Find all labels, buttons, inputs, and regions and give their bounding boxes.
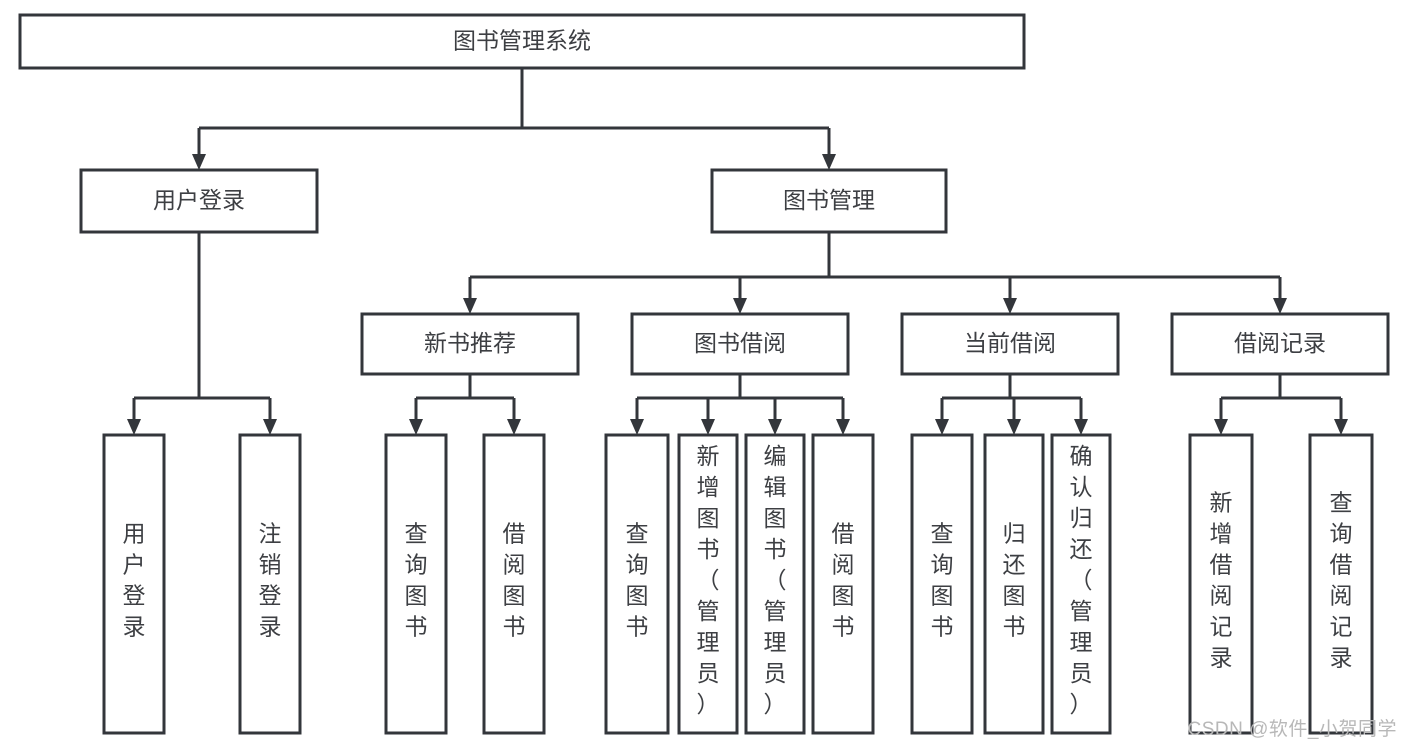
arrow-head-icon — [1007, 419, 1021, 435]
node-label: 借阅记录 — [1234, 330, 1326, 356]
arrow-head-icon — [935, 419, 949, 435]
node-label: 新书推荐 — [424, 330, 516, 356]
arrow-head-icon — [127, 419, 141, 435]
node-box — [910, 433, 974, 735]
node-label: 图书借阅 — [694, 330, 786, 356]
arrow-head-icon — [836, 419, 850, 435]
node-leaf-rcd-query[interactable]: 查询借阅记录 — [1308, 433, 1374, 735]
edge-group-root — [192, 68, 836, 170]
arrow-head-icon — [1273, 298, 1287, 314]
node-box — [18, 13, 1026, 70]
node-bookmgmt[interactable]: 图书管理 — [710, 168, 948, 234]
node-box — [102, 433, 166, 735]
arrow-head-icon — [630, 419, 644, 435]
node-leaf-bor-lend[interactable]: 借阅图书 — [811, 433, 875, 735]
node-label: 用户登录 — [153, 187, 245, 213]
node-current[interactable]: 当前借阅 — [900, 312, 1120, 376]
node-label: 当前借阅 — [964, 330, 1056, 356]
edge-group-newbook — [409, 374, 521, 435]
node-box — [677, 433, 739, 735]
node-box — [710, 168, 948, 234]
arrow-head-icon — [768, 419, 782, 435]
node-box — [238, 433, 302, 735]
node-label: 注销登录 — [259, 521, 282, 640]
arrow-head-icon — [192, 154, 206, 170]
node-label: 编辑图书（管理员） — [764, 443, 787, 717]
arrow-head-icon — [263, 419, 277, 435]
node-leaf-cur-return[interactable]: 归还图书 — [983, 433, 1045, 735]
node-label: 查询借阅记录 — [1330, 490, 1353, 671]
node-leaf-rec-borrow[interactable]: 借阅图书 — [482, 433, 546, 735]
node-box — [900, 312, 1120, 376]
node-leaf-user-login[interactable]: 用户登录 — [102, 433, 166, 735]
node-box — [1050, 433, 1112, 735]
node-layer: 图书管理系统用户登录图书管理新书推荐图书借阅当前借阅借阅记录用户登录注销登录查询… — [18, 13, 1390, 735]
arrow-head-icon — [463, 298, 477, 314]
arrow-head-icon — [733, 298, 747, 314]
edge-layer — [127, 68, 1348, 435]
arrow-head-icon — [701, 419, 715, 435]
node-box — [1308, 433, 1374, 735]
node-borrow[interactable]: 图书借阅 — [630, 312, 850, 376]
node-leaf-bor-add[interactable]: 新增图书（管理员） — [677, 433, 739, 735]
node-box — [79, 168, 319, 234]
edge-group-current — [935, 374, 1088, 435]
node-label: 查询图书 — [405, 521, 428, 640]
node-leaf-cur-query[interactable]: 查询图书 — [910, 433, 974, 735]
node-box — [360, 312, 580, 376]
node-leaf-bor-query[interactable]: 查询图书 — [604, 433, 670, 735]
node-box — [482, 433, 546, 735]
node-label: 归还图书 — [1003, 521, 1026, 640]
node-box — [630, 312, 850, 376]
edge-group-bookmgmt — [463, 232, 1287, 314]
arrow-head-icon — [822, 154, 836, 170]
node-label: 用户登录 — [123, 521, 146, 640]
node-login[interactable]: 用户登录 — [79, 168, 319, 234]
node-box — [384, 433, 448, 735]
node-leaf-cur-confirm[interactable]: 确认归还（管理员） — [1050, 433, 1112, 735]
node-newbook[interactable]: 新书推荐 — [360, 312, 580, 376]
node-label: 新增图书（管理员） — [697, 443, 720, 717]
node-label: 查询图书 — [626, 521, 649, 640]
arrow-head-icon — [409, 419, 423, 435]
node-label: 图书管理 — [783, 187, 875, 213]
node-box — [1188, 433, 1254, 735]
node-records[interactable]: 借阅记录 — [1170, 312, 1390, 376]
node-label: 查询图书 — [931, 521, 954, 640]
node-box — [1170, 312, 1390, 376]
node-label: 图书管理系统 — [453, 28, 591, 54]
node-leaf-logout[interactable]: 注销登录 — [238, 433, 302, 735]
node-box — [811, 433, 875, 735]
node-label: 新增借阅记录 — [1210, 490, 1233, 671]
node-leaf-rcd-add[interactable]: 新增借阅记录 — [1188, 433, 1254, 735]
arrow-head-icon — [1074, 419, 1088, 435]
edge-group-login — [127, 232, 277, 435]
node-root[interactable]: 图书管理系统 — [18, 13, 1026, 70]
node-box — [983, 433, 1045, 735]
edge-group-records — [1214, 374, 1348, 435]
edge-group-borrow — [630, 374, 850, 435]
node-label: 确认归还（管理员） — [1070, 443, 1093, 717]
node-box — [604, 433, 670, 735]
node-leaf-bor-edit[interactable]: 编辑图书（管理员） — [744, 433, 806, 735]
node-leaf-rec-query[interactable]: 查询图书 — [384, 433, 448, 735]
node-box — [744, 433, 806, 735]
node-label: 借阅图书 — [832, 521, 855, 640]
arrow-head-icon — [507, 419, 521, 435]
node-label: 借阅图书 — [503, 521, 526, 640]
arrow-head-icon — [1334, 419, 1348, 435]
arrow-head-icon — [1003, 298, 1017, 314]
arrow-head-icon — [1214, 419, 1228, 435]
